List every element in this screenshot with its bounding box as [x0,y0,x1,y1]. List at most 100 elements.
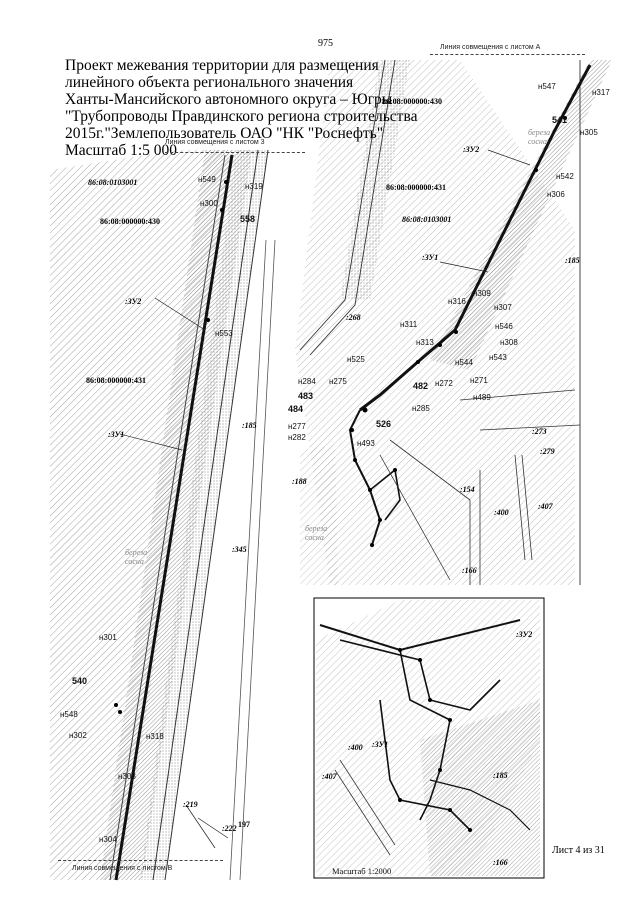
parcel-label: :222 [222,824,237,833]
parcel-label: :ЗУ1 [422,253,439,262]
parcel-label: :400 [348,743,363,752]
point-label: 526 [376,419,392,429]
road-line-3 [239,239,276,881]
parcel-label: :279 [540,447,555,456]
point-label: н304 [99,835,117,844]
match-line-label: Линия совмещения с листом А [440,44,541,51]
pipeline-branch [348,409,382,546]
forest-label: береза сосна [125,548,148,566]
point-label: н317 [592,88,610,97]
point-label: н285 [412,404,430,413]
parcel-label: :400 [494,508,509,517]
point-label: н284 [298,377,316,386]
parcel-label: :219 [183,800,198,809]
point-label: н548 [60,710,78,719]
point-label: н542 [556,172,574,181]
point-label: н308 [500,338,518,347]
point-label: н282 [288,433,306,442]
parcel-label: 197 [238,820,250,829]
title-block: Проект межевания территории для размещен… [65,57,417,159]
point-label: н302 [69,731,87,740]
right-map-panel [295,59,612,585]
point-label: н549 [198,175,216,184]
match-line-3 [165,152,305,153]
point-label: н306 [547,190,565,199]
point-label: н546 [495,322,513,331]
title-line: 2015г."Землепользователь ОАО "НК "Роснеф… [65,125,384,142]
parcel-label: :ЗУ2 [125,297,142,306]
inset-scale: Масштаб 1:2000 [332,866,392,876]
parcel-label: 86:08:000000:431 [386,183,446,192]
point-label: н307 [494,303,512,312]
parcel-label: :ЗУ1 [108,430,125,439]
leader-to-inset [379,454,451,581]
parcel-label: :185 [242,421,257,430]
parcel-label: 86:08:000000:430 [100,217,160,226]
left-map-panel [50,149,276,881]
point-label: н277 [288,422,306,431]
point-label: н311 [400,320,418,329]
title-line: Проект межевания территории для размещен… [65,57,379,74]
match-line-b [58,860,223,861]
parcel-label: 86:08:000000:431 [86,376,146,385]
road-line-2 [164,149,269,881]
parcel-label: :345 [232,545,247,554]
point-label: н318 [146,732,164,741]
point-label: н316 [448,297,466,306]
inset-map [313,597,545,879]
point-label: н319 [245,182,263,191]
point-label: н309 [473,289,491,298]
map-scale: Масштаб 1:5 000 [65,142,178,159]
match-line-sheet-3: Линия совмещения с листом 3 [165,139,265,146]
page-number: 975 [318,38,333,49]
title-line: "Трубопроводы Правдинского региона строи… [65,108,418,125]
point-label: 482 [413,381,429,391]
point-label: н303 [118,772,136,781]
parcel-label: :166 [462,566,477,575]
point-label: н489 [473,393,491,402]
parcel-label: :166 [493,858,508,867]
dotted-strip-left [140,150,268,880]
point-label: н547 [538,82,556,91]
point-label: н525 [347,355,365,364]
pipeline-left [114,154,234,881]
title-line: Ханты-Мансийского автономного округа – Ю… [65,91,393,108]
forest-label: береза сосна [305,524,328,542]
parcel-label: :ЗУ1 [372,740,389,749]
road-line-4 [229,239,267,881]
corridor-hatch-right [430,60,612,370]
parcel-label: :273 [532,427,547,436]
parcel-label: :188 [292,477,307,486]
parcel-label: :407 [538,502,553,511]
parcel-label: 86:08:000000:430 [382,97,442,106]
road-line-1 [152,149,259,881]
point-label: н272 [435,379,453,388]
parcel-label: :268 [346,313,361,322]
point-label: н305 [580,128,598,137]
point-label: 541 [552,115,568,125]
pipeline-right [359,64,592,412]
point-label: н543 [489,353,507,362]
title-line: линейного объекта регионального значения [65,74,354,91]
parcel-label: :185 [565,256,580,265]
point-label: н301 [99,633,117,642]
point-label: н553 [215,329,233,338]
parcel-label: :ЗУ2 [463,145,480,154]
match-line-sheet-b: Линия совмещения с листом В [72,865,173,872]
point-label: н300 [200,199,218,208]
point-label: н493 [357,439,375,448]
cadastral-block-label: 86:08:0103001 [402,215,452,224]
parcel-label: :154 [460,485,475,494]
point-label: н313 [416,338,434,347]
forest-label: береза сосна [528,128,551,146]
point-label: 483 [298,391,314,401]
pipeline-left-border [109,154,226,881]
point-label: 540 [72,676,88,686]
point-label: 558 [240,214,256,224]
match-line-a [430,54,585,55]
parcel-label: :185 [493,771,508,780]
cadastral-block-label: 86:08:0103001 [88,178,138,187]
match-line-sheet-a: Линия совмещения с листом А [440,44,540,51]
point-label: н271 [470,376,488,385]
